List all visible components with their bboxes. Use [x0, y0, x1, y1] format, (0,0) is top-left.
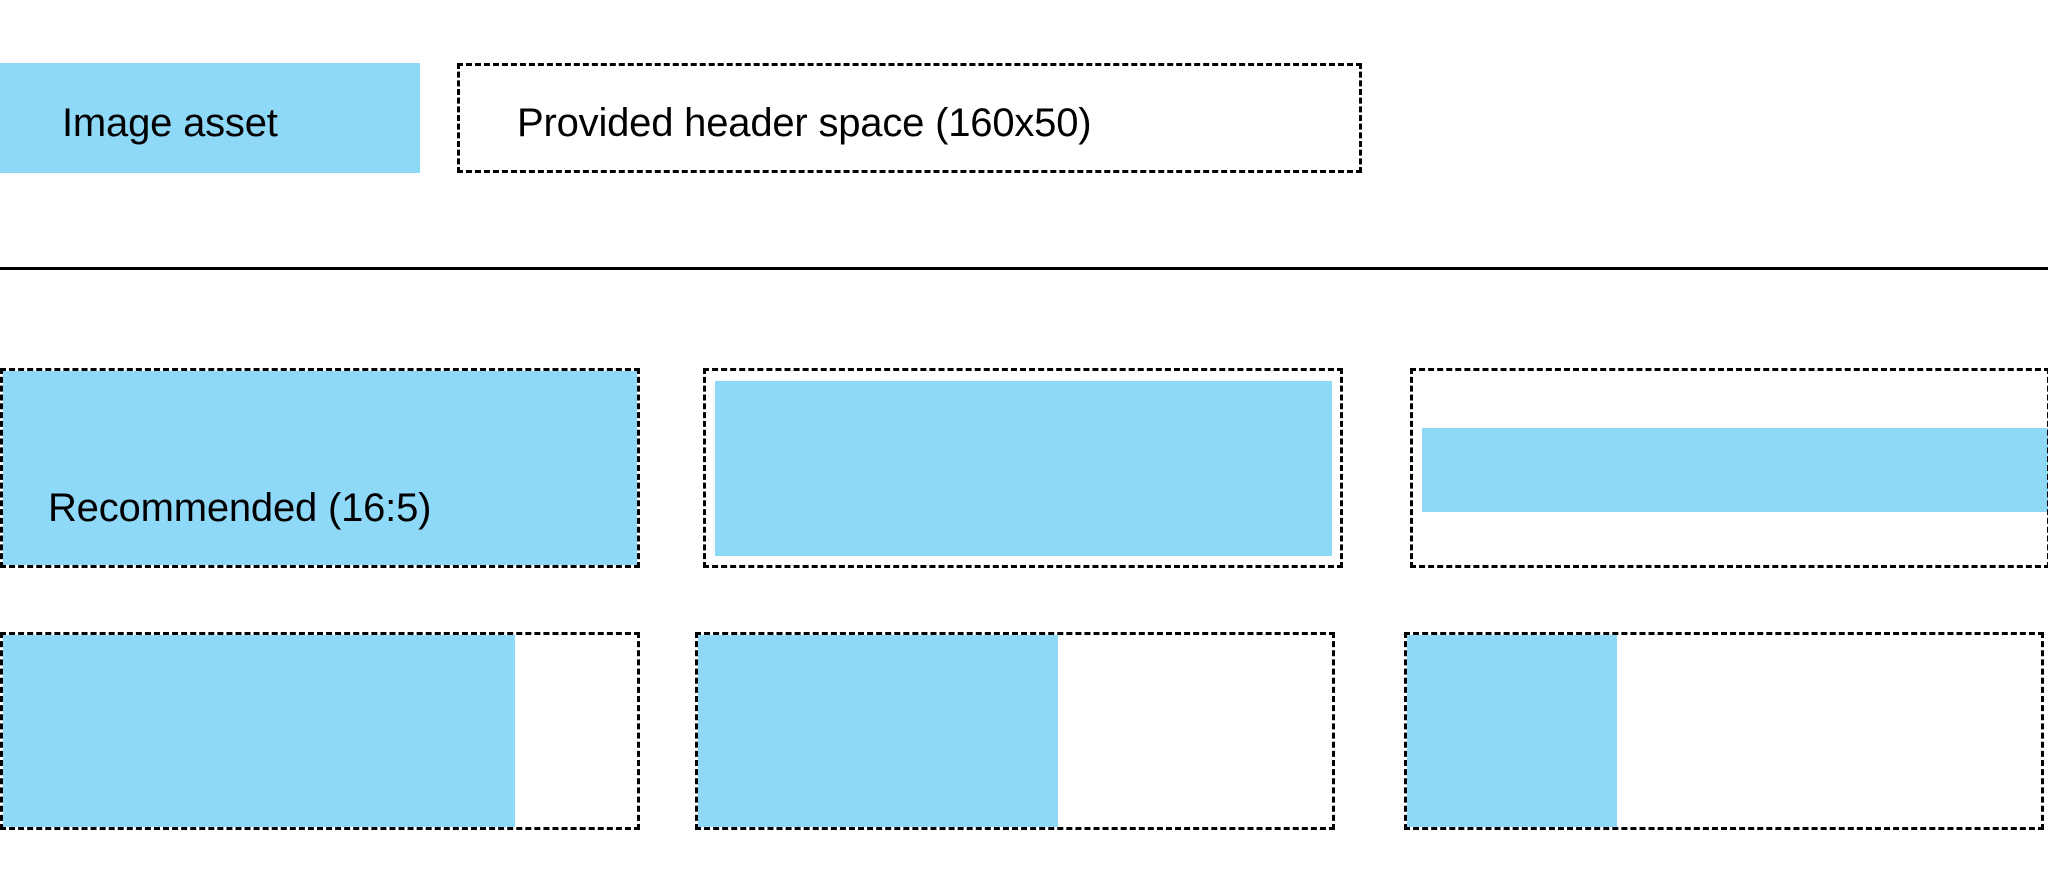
- provided-header-space-label: Provided header space (160x50): [517, 101, 1092, 145]
- section-divider: [0, 267, 2048, 270]
- asset-fill-b1: [3, 635, 515, 827]
- asset-fill-b2: [698, 635, 1058, 827]
- image-asset-swatch-label: Image asset: [62, 101, 278, 145]
- provided-header-space-outline: [457, 63, 1362, 173]
- asset-fill-b3: [1407, 635, 1617, 827]
- recommended-ratio-label: Recommended (16:5): [48, 486, 432, 530]
- asset-frame-a1: [0, 368, 640, 568]
- asset-fill-a3: [1422, 428, 2048, 512]
- asset-frame-b1: [0, 632, 640, 830]
- asset-fill-a2: [715, 381, 1332, 556]
- asset-frame-b3: [1404, 632, 2044, 830]
- asset-frame-a3: [1410, 368, 2048, 568]
- asset-fill-a1: [3, 371, 637, 565]
- asset-frame-b2: [695, 632, 1335, 830]
- asset-frame-a2: [703, 368, 1343, 568]
- image-asset-swatch: [0, 63, 420, 173]
